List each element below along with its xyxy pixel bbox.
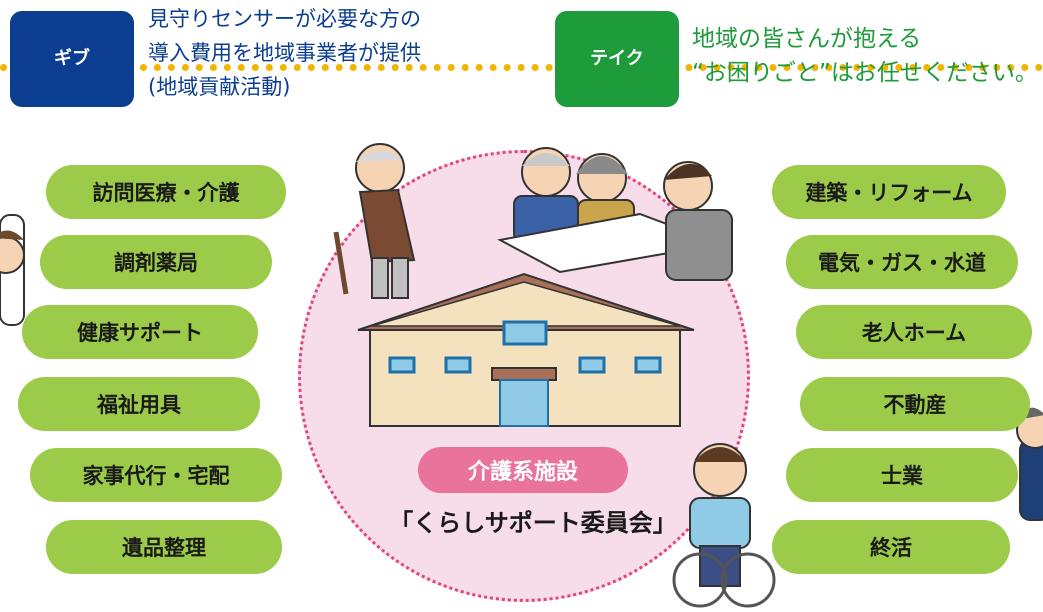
take-description: 地域の皆さんが抱える “お困りごと”はお任せください。 (692, 22, 1038, 90)
left-person-illustration (0, 214, 25, 326)
service-housework-delivery: 家事代行・宅配 (30, 448, 282, 502)
service-health-support: 健康サポート (22, 305, 258, 359)
facility-label: 介護系施設 (418, 447, 628, 493)
wheelchair-man-illustration (672, 443, 776, 608)
service-estate-cleanup: 遺品整理 (46, 520, 282, 574)
take-line-1: 地域の皆さんが抱える (692, 26, 922, 52)
elderly-man-illustration (333, 143, 416, 299)
take-line-2: “お困りごと”はお任せください。 (692, 60, 1038, 86)
give-description: 見守りセンサーが必要な方の 導入費用を地域事業者が提供 (地域貢献活動) (148, 2, 421, 104)
service-visit-medical-care: 訪問医療・介護 (46, 165, 286, 219)
service-nursing-home: 老人ホーム (796, 305, 1032, 359)
service-professionals: 士業 (786, 448, 1018, 502)
take-badge: テイク (555, 11, 679, 107)
service-construction-reform: 建築・リフォーム (772, 165, 1006, 219)
give-line-2: 導入費用を地域事業者が提供 (148, 41, 421, 65)
give-line-1: 見守りセンサーが必要な方の (148, 7, 421, 31)
service-pharmacy: 調剤薬局 (40, 235, 272, 289)
service-utilities: 電気・ガス・水道 (786, 235, 1018, 289)
committee-name: 「くらしサポート委員会」 (389, 509, 677, 537)
service-welfare-equipment: 福祉用具 (18, 377, 260, 431)
service-end-of-life: 終活 (772, 520, 1010, 574)
service-real-estate: 不動産 (800, 377, 1030, 431)
give-badge: ギブ (10, 11, 134, 107)
meeting-illustration (497, 147, 733, 281)
give-line-3: (地域貢献活動) (148, 75, 291, 99)
facility-building-illustration (357, 272, 695, 427)
header-dotted-line (0, 64, 1043, 71)
